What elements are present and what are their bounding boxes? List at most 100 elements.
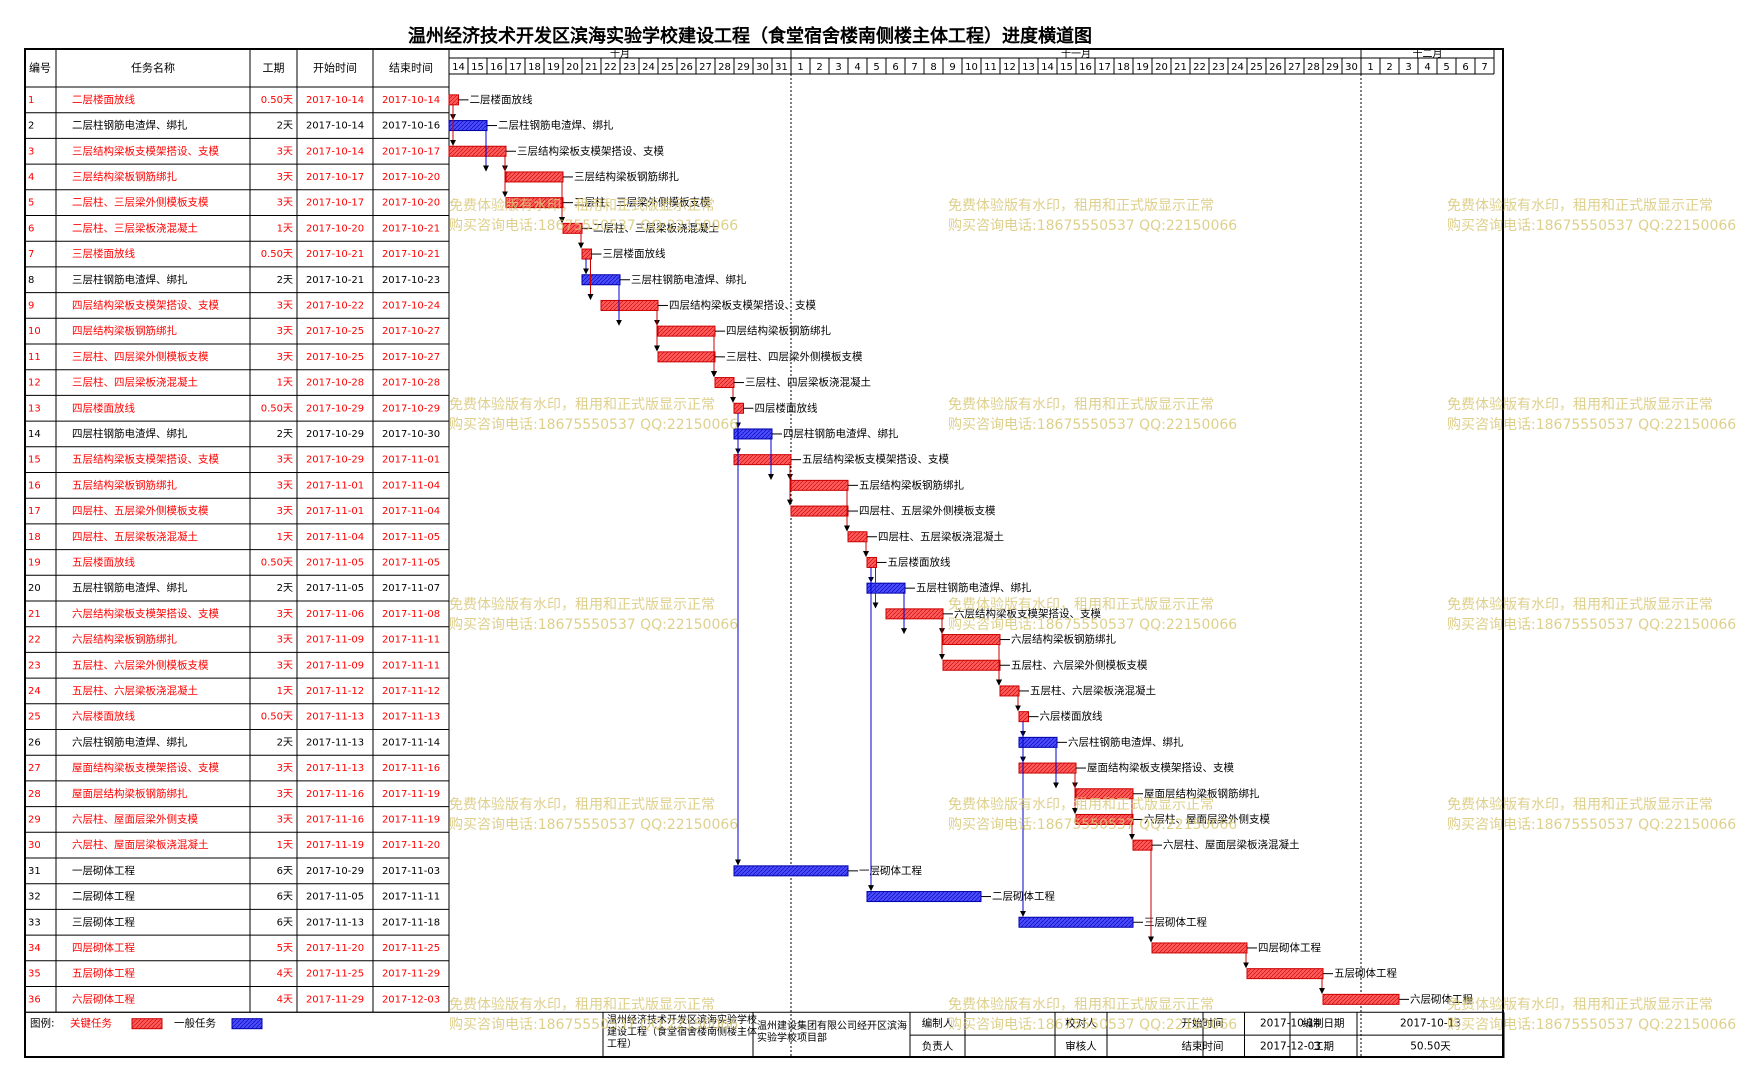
task-duration: 6天	[277, 892, 293, 903]
bar-label: 六层柱、屋面层梁外侧支模	[1144, 812, 1270, 825]
task-id: 31	[28, 866, 41, 877]
gantt-bar	[505, 197, 564, 209]
bar-label: 三层柱、四层梁板浇混凝土	[745, 376, 871, 389]
footer-start-label: 开始时间	[1182, 1017, 1224, 1030]
task-duration: 3天	[277, 789, 293, 800]
task-end: 2017-11-25	[382, 943, 440, 954]
task-name: 二层柱、三层梁板浇混凝土	[72, 221, 198, 234]
bar-label: 三层楼面放线	[603, 247, 666, 260]
task-duration: 6天	[277, 866, 293, 877]
task-name: 四层柱、五层梁外侧模板支模	[72, 504, 209, 517]
task-start: 2017-10-14	[306, 146, 364, 157]
day-label: 1	[1367, 62, 1373, 73]
day-label: 2	[1386, 62, 1392, 73]
task-start: 2017-10-21	[306, 249, 364, 260]
gantt-bar	[448, 145, 507, 157]
task-end: 2017-10-28	[382, 378, 440, 389]
task-end: 2017-11-08	[382, 609, 440, 620]
task-name: 六层柱、屋面层梁外侧支模	[72, 812, 198, 825]
gantt-bar	[1075, 813, 1134, 825]
footer-end-label: 结束时间	[1182, 1040, 1224, 1053]
task-id: 11	[28, 352, 41, 363]
task-id: 25	[28, 712, 41, 723]
bar-label: 五层楼面放线	[888, 555, 951, 568]
task-id: 19	[28, 557, 41, 568]
task-id: 16	[28, 480, 41, 491]
gantt-bar	[448, 120, 488, 132]
task-duration: 5天	[277, 943, 293, 954]
gantt-bar	[1018, 711, 1029, 723]
day-label: 22	[604, 62, 617, 73]
task-duration: 3天	[277, 455, 293, 466]
gantt-bar	[657, 351, 716, 363]
task-end: 2017-11-03	[382, 866, 440, 877]
task-start: 2017-10-14	[306, 95, 364, 106]
chart-frame	[24, 48, 1504, 1058]
day-label: 9	[949, 62, 955, 73]
task-name: 四层柱、五层梁板浇混凝土	[72, 530, 198, 543]
gantt-bar	[790, 479, 849, 491]
task-duration: 3天	[277, 609, 293, 620]
task-start: 2017-11-01	[306, 506, 364, 517]
task-end: 2017-11-04	[382, 480, 440, 491]
footer-company: 温州建设集团有限公司经开区滨海	[757, 1019, 907, 1032]
gantt-bar	[448, 94, 459, 106]
task-end: 2017-11-13	[382, 712, 440, 723]
gantt-bar	[1246, 968, 1324, 980]
task-start: 2017-10-29	[306, 866, 364, 877]
task-id: 15	[28, 455, 41, 466]
task-name: 四层砌体工程	[72, 942, 135, 954]
bar-label: 三层结构梁板支模架搭设、支模	[517, 144, 664, 157]
day-label: 26	[680, 62, 693, 73]
task-end: 2017-11-04	[382, 506, 440, 517]
task-name: 二层楼面放线	[72, 93, 135, 106]
task-name: 五层柱、六层梁外侧模板支模	[72, 658, 209, 671]
day-label: 18	[528, 62, 541, 73]
day-label: 29	[1326, 62, 1339, 73]
day-label: 19	[547, 62, 560, 73]
task-id: 36	[28, 994, 41, 1005]
footer-start-value: 2017-10-14	[1260, 1018, 1321, 1030]
task-duration: 3天	[277, 480, 293, 491]
gantt-bar	[1132, 839, 1153, 851]
day-label: 23	[1212, 62, 1225, 73]
bar-label: 六层结构梁板支模架搭设、支模	[954, 607, 1101, 620]
task-end: 2017-10-23	[382, 275, 440, 286]
task-start: 2017-10-22	[306, 300, 364, 311]
task-end: 2017-12-03	[382, 994, 440, 1005]
bar-label: 屋面层结构梁板钢筋绑扎	[1144, 787, 1260, 800]
day-label: 8	[930, 62, 936, 73]
task-end: 2017-11-05	[382, 557, 440, 568]
bar-label: 二层柱钢筋电渣焊、绑扎	[498, 119, 614, 132]
task-duration: 6天	[277, 917, 293, 928]
day-label: 21	[1174, 62, 1187, 73]
day-label: 25	[1250, 62, 1263, 73]
task-id: 29	[28, 814, 41, 825]
task-duration: 3天	[277, 198, 293, 209]
bar-label: 四层楼面放线	[755, 401, 818, 414]
legend-critical-swatch	[131, 1018, 163, 1030]
day-label: 17	[509, 62, 522, 73]
day-label: 4	[854, 62, 860, 73]
bar-label: 五层柱钢筋电渣焊、绑扎	[916, 581, 1032, 594]
task-id: 28	[28, 789, 41, 800]
gantt-bar	[866, 582, 906, 594]
bar-label: 三层结构梁板钢筋绑扎	[574, 170, 679, 183]
task-id: 5	[28, 198, 34, 209]
day-label: 2	[816, 62, 822, 73]
task-duration: 1天	[277, 378, 293, 389]
bar-label: 三层柱钢筋电渣焊、绑扎	[631, 273, 747, 286]
day-label: 22	[1193, 62, 1206, 73]
gantt-bar	[581, 248, 592, 260]
task-name: 屋面结构梁板支模架搭设、支模	[72, 761, 219, 774]
legend-label: 图例:	[30, 1017, 55, 1030]
task-end: 2017-10-20	[382, 198, 440, 209]
task-end: 2017-10-27	[382, 326, 440, 337]
task-start: 2017-11-01	[306, 480, 364, 491]
task-name: 四层柱钢筋电渣焊、绑扎	[72, 427, 188, 440]
task-start: 2017-10-28	[306, 378, 364, 389]
gantt-bar	[657, 325, 716, 337]
footer-project: 温州经济技术开发区滨海实验学校	[607, 1013, 757, 1026]
day-label: 25	[661, 62, 674, 73]
